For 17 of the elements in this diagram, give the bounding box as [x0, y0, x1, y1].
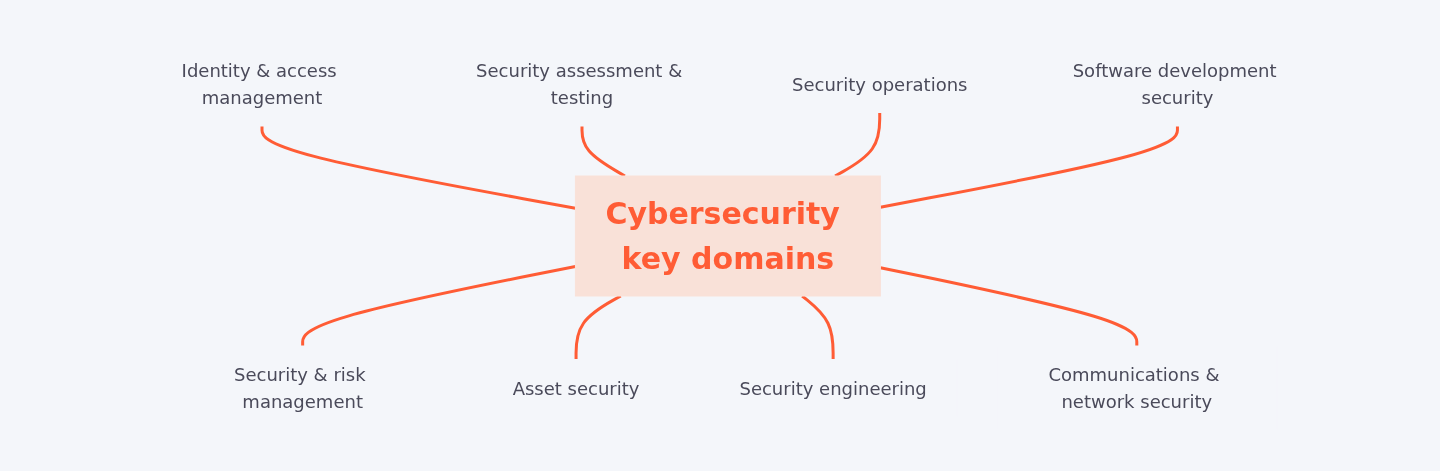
connector [880, 125, 1180, 209]
connector [834, 112, 882, 177]
node-text: Software development security [1072, 59, 1277, 108]
connector [301, 264, 576, 346]
node-text: Security & risk management [234, 363, 366, 412]
node-text: Asset security [512, 377, 640, 398]
node-text: Security assessment & testing [476, 59, 683, 108]
connector [880, 265, 1139, 346]
node-text: Identity & access management [181, 59, 337, 108]
connector [260, 125, 576, 210]
connector [574, 294, 622, 359]
node-text: Security operations [792, 73, 968, 94]
connector [580, 125, 626, 177]
connector [801, 294, 835, 359]
node-text: Communications & network security [1048, 363, 1220, 412]
node-box: Cybersecurity key domains [575, 175, 882, 296]
node-text: Security engineering [739, 377, 928, 398]
